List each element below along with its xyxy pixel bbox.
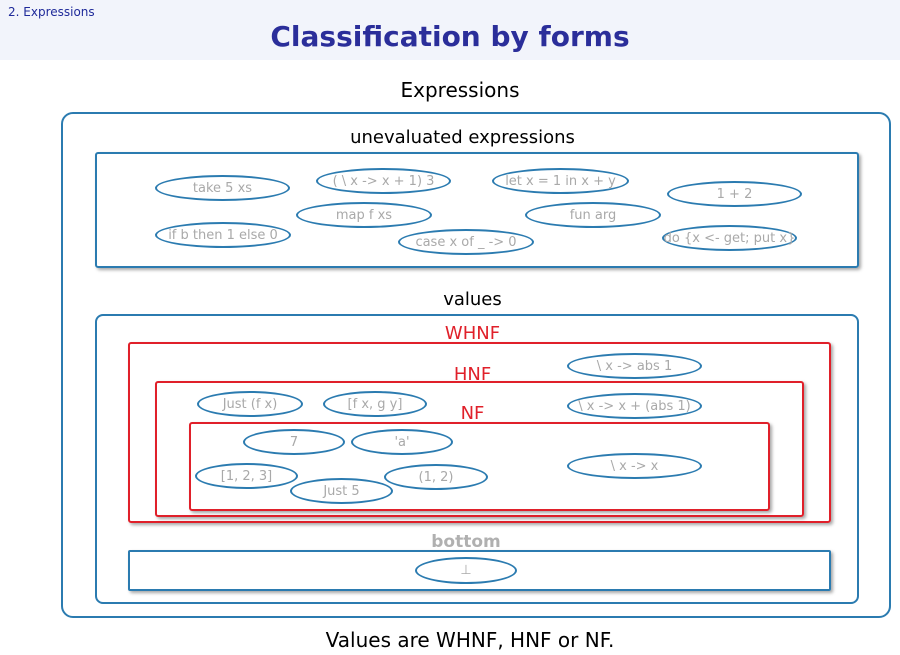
expr-add: 1 + 2 (667, 181, 802, 207)
hnf-lambda-add: \ x -> x + (abs 1) (567, 393, 702, 419)
hnf-box (155, 381, 804, 517)
unevaluated-box (95, 152, 859, 268)
expr-map: map f xs (296, 202, 432, 228)
expressions-box (61, 112, 891, 618)
bottom-box (128, 550, 831, 591)
expr-let: let x = 1 in x + y (492, 168, 629, 194)
unevaluated-label: unevaluated expressions (350, 127, 575, 148)
expressions-label: Expressions (400, 78, 520, 102)
expr-fun-arg: fun arg (525, 202, 661, 228)
nf-just-5: Just 5 (290, 478, 393, 504)
values-box (95, 314, 859, 604)
nf-label: NF (460, 403, 485, 424)
nf-box (189, 422, 770, 511)
values-label: values (443, 289, 502, 310)
expr-case: case x of _ -> 0 (398, 229, 534, 255)
expr-do: do {x <- get; put x} (662, 225, 797, 251)
nf-lambda-id: \ x -> x (567, 453, 702, 479)
section-label: 2. Expressions (8, 5, 95, 19)
bottom-symbol: ⊥ (415, 557, 517, 584)
expr-lambda-app: ( \ x -> x + 1) 3 (316, 168, 451, 194)
hnf-list-fx: [f x, g y] (323, 391, 427, 417)
nf-seven: 7 (243, 429, 345, 455)
nf-list: [1, 2, 3] (195, 463, 298, 489)
expr-if: if b then 1 else 0 (155, 222, 291, 248)
slide-header: 2. Expressions Classification by forms (0, 0, 900, 60)
hnf-just-fx: Just (f x) (197, 391, 303, 417)
expr-take: take 5 xs (155, 175, 290, 201)
hnf-label: HNF (453, 364, 492, 385)
nf-tuple: (1, 2) (384, 464, 488, 490)
whnf-lambda-abs: \ x -> abs 1 (567, 353, 702, 379)
whnf-box (128, 342, 831, 523)
slide-title: Classification by forms (270, 20, 630, 53)
nf-char-a: 'a' (351, 429, 453, 455)
bottom-label: bottom (431, 532, 501, 552)
footer-note: Values are WHNF, HNF or NF. (325, 628, 615, 652)
whnf-label: WHNF (444, 323, 501, 344)
